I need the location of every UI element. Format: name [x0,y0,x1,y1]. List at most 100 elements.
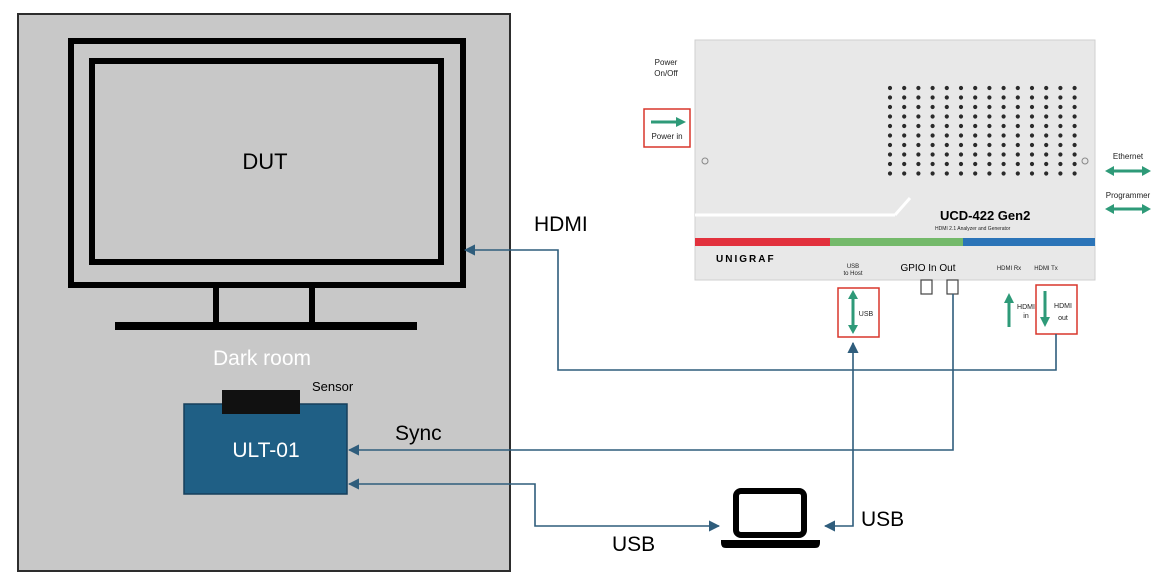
speaker-dot [1058,142,1063,148]
speaker-dot [1072,104,1077,110]
hdmi-label: HDMI [534,213,588,236]
speaker-dot [916,114,921,119]
usb-laptop-ucd-wire [823,341,859,532]
speaker-dot [902,171,907,176]
speaker-dot [887,114,893,119]
speaker-dot [944,142,949,148]
speaker-dot [1072,114,1077,119]
sensor [222,390,300,414]
power-onoff-label-2: On/Off [654,69,678,78]
speaker-dot [944,114,949,119]
speaker-dot [973,171,978,176]
speaker-dot [887,171,893,176]
speaker-dot [1029,85,1035,91]
usb-to-host-label-1: USB [847,264,859,270]
speaker-dot [902,85,907,91]
speaker-dot [1044,171,1049,176]
speaker-dot [930,161,935,167]
usb-laptop-ult-wire [347,478,721,532]
speaker-dot [1058,123,1063,129]
power-onoff-label-1: Power [655,58,678,67]
speaker-dot [1029,161,1035,167]
speaker-dot [958,133,964,138]
speaker-dot [1015,152,1020,157]
speaker-dot [1001,133,1006,138]
speaker-dot [930,171,935,176]
speaker-dot [958,95,964,100]
speaker-dot [1058,161,1063,167]
speaker-dot [1015,123,1020,129]
speaker-dot [887,104,893,110]
speaker-dot [1072,95,1077,100]
speaker-dot [973,95,978,100]
hdmi-tx-label: HDMI Tx [1034,266,1058,272]
dut-label: DUT [242,149,287,174]
speaker-dot [902,152,907,157]
speaker-dot [887,142,893,148]
speaker-dot [1029,142,1035,148]
speaker-dot [973,104,978,110]
speaker-dot [1072,171,1077,176]
speaker-dot [916,142,921,148]
speaker-dot [987,171,992,176]
hdmi-in-label-1: HDMI [1017,304,1035,311]
hdmi-rx-label: HDMI Rx [997,266,1021,272]
speaker-grille [887,85,1077,176]
speaker-dot [916,123,921,129]
gpio-in-port [920,279,933,295]
speaker-dot [1044,161,1049,167]
speaker-dot [944,152,949,157]
speaker-dot [973,133,978,138]
speaker-dot [973,85,978,91]
speaker-dot [987,85,992,91]
speaker-dot [1058,95,1063,100]
speaker-dot [1015,171,1020,176]
speaker-dot [1072,123,1077,129]
speaker-dot [1029,152,1035,157]
unigraf-brand: UNIGRAF [716,254,776,265]
speaker-dot [1015,85,1020,91]
speaker-dot [1029,95,1035,100]
ucd-model-label: UCD-422 Gen2 [940,208,1030,223]
speaker-dot [1001,85,1006,91]
ult-01-label: ULT-01 [232,439,299,462]
speaker-dot [987,114,992,119]
hdmi-out-box [1035,284,1078,335]
speaker-dot [887,123,893,129]
speaker-dot [944,104,949,110]
speaker-dot [987,161,992,167]
speaker-dot [987,133,992,138]
speaker-dot [1001,104,1006,110]
speaker-dot [1015,142,1020,148]
speaker-dot [1029,114,1035,119]
speaker-dot [887,95,893,100]
ethernet-arrow-icon [1105,166,1151,176]
gpio-out-port [946,279,959,295]
speaker-dot [944,133,949,138]
speaker-dot [958,142,964,148]
usb-port-box [837,287,880,338]
speaker-dot [1015,104,1020,110]
hdmi-out-label-1: HDMI [1054,303,1072,310]
speaker-dot [1001,171,1006,176]
speaker-dot [1058,85,1063,91]
speaker-dot [973,152,978,157]
speaker-dot [958,114,964,119]
speaker-dot [1044,123,1049,129]
speaker-dot [902,142,907,148]
speaker-dot [1044,133,1049,138]
dut-monitor [68,38,466,330]
stripe-green [830,238,963,246]
speaker-dot [930,123,935,129]
speaker-dot [973,142,978,148]
speaker-dot [916,104,921,110]
speaker-dot [887,133,893,138]
speaker-dot [1029,133,1035,138]
speaker-dot [1072,133,1077,138]
speaker-dot [1001,152,1006,157]
speaker-dot [958,85,964,91]
speaker-dot [916,152,921,157]
dark-room-label: Dark room [213,347,311,370]
speaker-dot [930,114,935,119]
speaker-dot [1044,142,1049,148]
